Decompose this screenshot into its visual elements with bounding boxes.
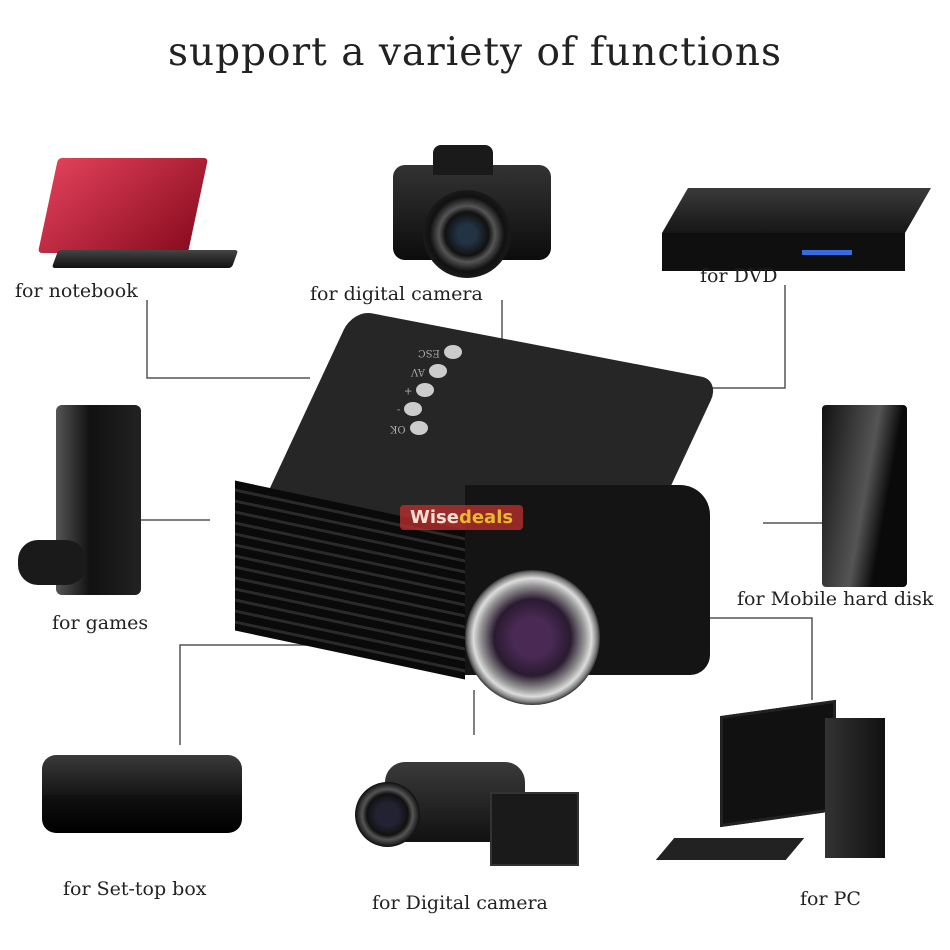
- button-label: OK: [390, 422, 406, 434]
- plus-button: [416, 383, 435, 397]
- label-digital-camera: for digital camera: [310, 283, 483, 305]
- line-settop: [179, 644, 340, 745]
- line-notebook: [146, 300, 310, 379]
- pc-image: [655, 699, 895, 868]
- game-console-image: [18, 405, 143, 600]
- projector-buttons: ESC AV + - OK: [390, 345, 462, 435]
- label-hard-disk: for Mobile hard disk: [737, 588, 934, 610]
- hard-disk-image: [822, 405, 907, 587]
- button-label: ESC: [418, 346, 440, 358]
- label-dvd: for DVD: [700, 265, 778, 287]
- label-camcorder: for Digital camera: [372, 892, 548, 914]
- line-pc: [678, 617, 813, 700]
- ok-button: [409, 421, 428, 435]
- watermark-text: Wise: [410, 507, 459, 528]
- button-label: AV: [411, 365, 425, 377]
- label-pc: for PC: [800, 888, 861, 910]
- watermark-logo: Wisedeals: [400, 505, 524, 530]
- camcorder-image: [355, 742, 579, 867]
- label-games: for games: [52, 612, 149, 634]
- projector-image: ESC AV + - OK Wisedeals: [230, 309, 721, 710]
- button-label: -: [397, 403, 401, 415]
- label-settop: for Set-top box: [63, 878, 207, 900]
- av-button: [428, 364, 447, 378]
- settop-box-image: [42, 755, 244, 837]
- watermark-text: deals: [458, 507, 514, 528]
- page-title: support a variety of functions: [167, 30, 783, 75]
- esc-button: [443, 345, 462, 359]
- dvd-player-image: [662, 188, 931, 276]
- notebook-image: [37, 158, 240, 273]
- minus-button: [404, 402, 423, 416]
- button-label: +: [404, 384, 413, 396]
- digital-camera-image: [393, 140, 553, 278]
- label-notebook: for notebook: [15, 280, 138, 302]
